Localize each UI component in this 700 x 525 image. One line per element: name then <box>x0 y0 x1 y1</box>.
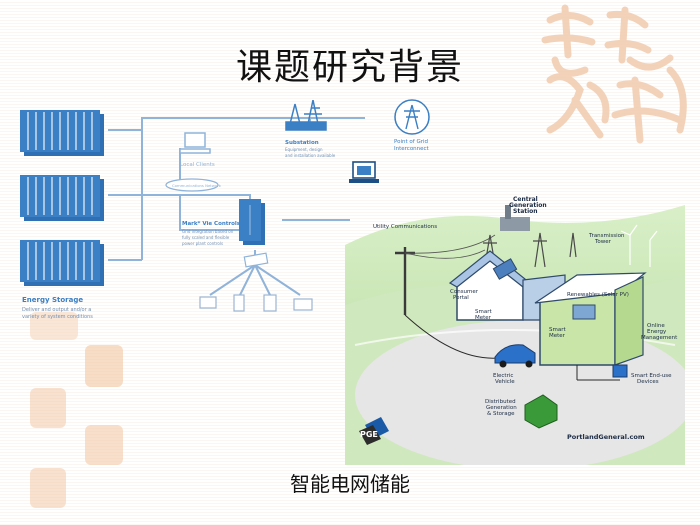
substation-desc: and installation available <box>285 153 336 158</box>
grid-interconnect-label: Interconnect <box>394 146 430 152</box>
website-label: PortlandGeneral.com <box>567 433 645 441</box>
electric-vehicle-icon <box>494 344 536 368</box>
transmission-label: Tower <box>594 239 612 245</box>
seal-decoration <box>85 425 123 465</box>
svg-text:PGE: PGE <box>360 430 378 439</box>
utility-comms-label: Utility Communications <box>373 224 437 230</box>
ev-label: Electric <box>493 373 513 379</box>
smart-meter-label: Meter <box>549 333 566 339</box>
substation-label: Substation <box>285 140 319 146</box>
energy-storage-desc: Deliver and output and/or a <box>22 307 91 313</box>
laptop-icon <box>349 161 379 183</box>
seal-decoration <box>30 468 66 508</box>
distributed-label: & Storage <box>487 411 515 417</box>
online-energy-label: Management <box>641 335 678 341</box>
transmission-label: Transmission <box>588 233 625 239</box>
smart-meter-label: Smart <box>475 309 492 315</box>
central-generation-label: Station <box>513 208 538 215</box>
communications-network-node <box>165 178 219 192</box>
device-icon <box>199 294 313 312</box>
smart-meter-label: Smart <box>549 327 566 333</box>
wind-turbine-icon <box>620 224 658 267</box>
energy-storage-diagram: Energy Storage Deliver and output and/or… <box>20 100 365 320</box>
consumer-portal-label: Consumer <box>450 289 479 295</box>
energy-storage-desc: variety of system conditions <box>22 314 93 320</box>
power-plant-icon <box>500 205 530 231</box>
controls-desc: power plant controls <box>182 241 223 246</box>
online-energy-label: Online <box>647 323 665 329</box>
energy-storage-label: Energy Storage <box>22 296 83 304</box>
distributed-label: Generation <box>486 405 517 411</box>
computer-icon <box>179 132 211 154</box>
local-clients-label: Local Clients <box>180 162 215 168</box>
seal-decoration <box>30 312 78 340</box>
slide-title: 课题研究背景 <box>235 47 464 88</box>
grid-interconnect-group: Point of Grid Interconnect <box>394 99 430 152</box>
controller-cabinet-icon <box>239 199 265 245</box>
smart-devices-label: Devices <box>637 379 659 385</box>
smart-meter-label: Meter <box>475 315 492 321</box>
storage-rack-icon <box>20 110 104 156</box>
substation-desc: Equipment, design <box>285 147 323 152</box>
renewables-label: Renewables (Solar PV) <box>567 292 629 298</box>
storage-rack-icon <box>20 240 104 286</box>
smart-devices-label: Smart End-use <box>631 373 672 379</box>
grid-interconnect-label: Point of Grid <box>394 139 428 145</box>
central-generation-label: Central <box>513 196 538 203</box>
slide-caption: 智能电网储能 <box>290 472 410 496</box>
controls-desc: Grid integration based on <box>182 229 234 234</box>
ev-label: Vehicle <box>495 379 515 385</box>
network-hub-icon <box>243 252 269 268</box>
smart-device-icon <box>612 364 628 378</box>
seal-decoration <box>85 345 123 387</box>
controls-title: Mark* Vie Controls <box>182 221 241 227</box>
controls-desc: fully scaled and flexible <box>182 235 230 240</box>
distributed-label: Distributed <box>485 399 516 405</box>
storage-unit-icon <box>524 394 558 429</box>
seal-decoration <box>30 388 66 428</box>
comm-network-label: Communications Network <box>172 183 222 188</box>
central-generation-label: Generation <box>509 202 547 209</box>
online-energy-label: Energy <box>647 329 667 335</box>
storage-rack-icon <box>20 175 104 221</box>
smart-grid-illustration: Central Generation Station Utility Commu… <box>345 196 685 465</box>
calligraphy-decoration <box>541 4 687 144</box>
consumer-portal-label: Portal <box>453 295 469 301</box>
pge-logo: PGE <box>359 417 389 445</box>
house-icon <box>534 272 647 366</box>
substation-icon <box>285 100 327 131</box>
